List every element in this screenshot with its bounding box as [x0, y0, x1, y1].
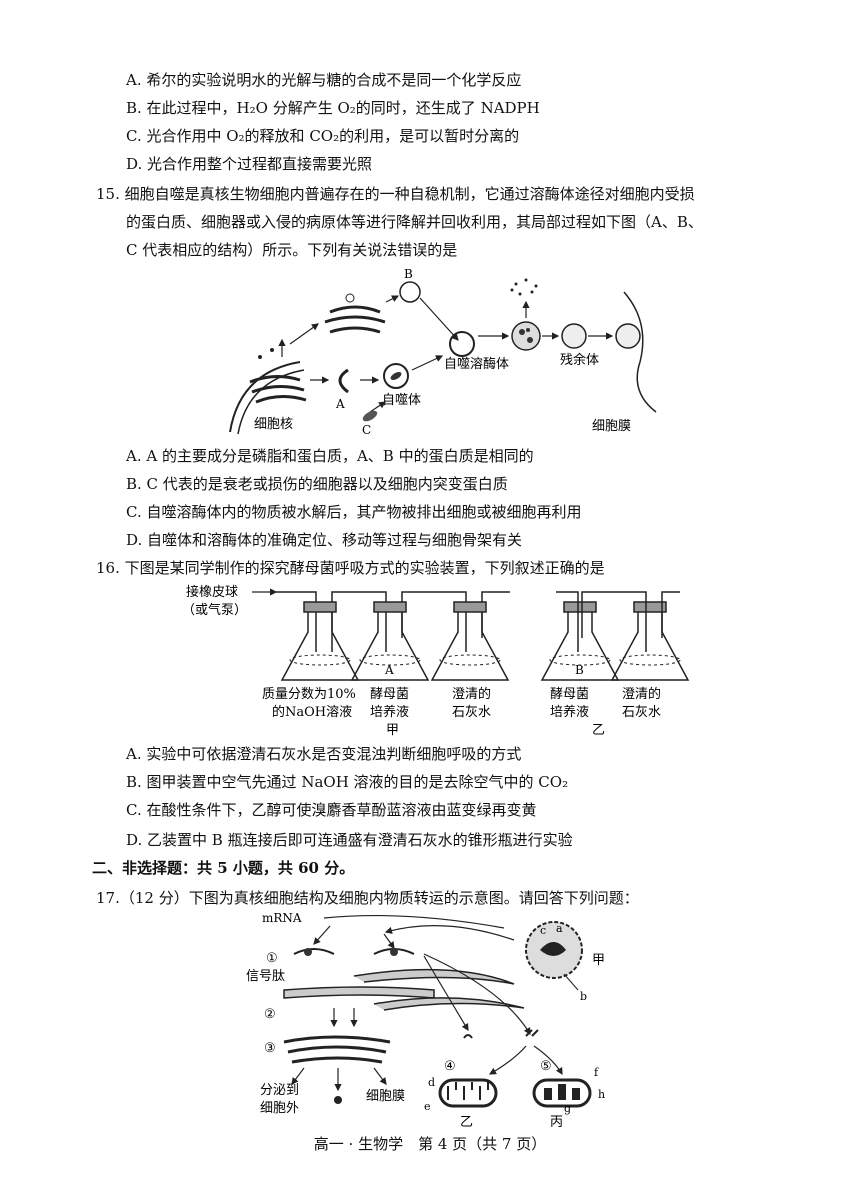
lime-label-1-yi: 澄清的: [622, 686, 661, 702]
yeast-label-2-yi: 培养液: [550, 704, 589, 720]
label-a: A: [335, 397, 345, 411]
page-footer: 高一 · 生物学 第 4 页（共 7 页）: [313, 1135, 547, 1153]
label-e: e: [424, 1100, 431, 1113]
pump-label-1: 接橡皮球: [186, 584, 238, 600]
q15-option-c: C. 自噬溶酶体内的物质被水解后，其产物被排出细胞或被细胞再利用: [126, 503, 582, 521]
q16-stem: 16. 下图是某同学制作的探究酵母菌呼吸方式的实验装置，下列叙述正确的是: [96, 559, 605, 577]
q14-option-b: B. 在此过程中，H₂O 分解产生 O₂的同时，还生成了 NADPH: [126, 99, 540, 117]
autophagy-figure: B A 自噬体 C 自噬溶酶体 残余体 细胞膜 细胞核: [229, 267, 657, 437]
marker-5: ⑤: [540, 1059, 552, 1074]
lime-label-2-jia: 石灰水: [452, 705, 491, 720]
flask-a-label: A: [384, 663, 394, 677]
yeast-apparatus-figure: 接橡皮球 （或气泵） A B 质量分数为10% 的NaOH溶液 酵母菌 培养液 …: [182, 584, 690, 738]
label-c: C: [362, 423, 371, 437]
pump-label-2: （或气泵）: [182, 602, 247, 618]
naoh-label-1: 质量分数为10%: [262, 687, 356, 702]
label-g: g: [564, 1102, 571, 1115]
label-c-nucleus: c: [540, 924, 546, 937]
q16-option-a: A. 实验中可依据澄清石灰水是否变混浊判断细胞呼吸的方式: [126, 745, 522, 763]
q15-option-a: A. A 的主要成分是磷脂和蛋白质，A、B 中的蛋白质是相同的: [126, 447, 534, 465]
yeast-label-1-yi: 酵母菌: [550, 687, 589, 702]
naoh-label-2: 的NaOH溶液: [272, 704, 352, 720]
marker-3: ③: [264, 1041, 276, 1056]
label-autolysosome: 自噬溶酶体: [444, 356, 509, 372]
yeast-label-2-jia: 培养液: [370, 704, 409, 720]
q14-option-d: D. 光合作用整个过程都直接需要光照: [126, 155, 373, 173]
label-b-nucleus: b: [580, 990, 587, 1003]
label-residual: 残余体: [560, 352, 599, 368]
q14-option-c: C. 光合作用中 O₂的释放和 CO₂的利用，是可以暂时分离的: [126, 127, 520, 145]
yeast-label-1-jia: 酵母菌: [370, 687, 409, 702]
group-jia-label: 甲: [386, 723, 399, 738]
secrete-label-1: 分泌到: [260, 1083, 299, 1098]
label-b: B: [404, 267, 413, 281]
section-heading: 二、非选择题：共 5 小题，共 60 分。: [92, 859, 355, 877]
cell-transport-figure: mRNA ① 信号肽 ② ③ 分泌到 细胞外 细胞膜 c a 甲 b ④ d: [246, 911, 605, 1130]
q15-option-b: B. C 代表的是衰老或损伤的细胞器以及细胞内突变蛋白质: [126, 475, 508, 493]
label-d: d: [428, 1076, 435, 1089]
q15-option-d: D. 自噬体和溶酶体的准确定位、移动等过程与细胞骨架有关: [126, 531, 523, 549]
label-membrane: 细胞膜: [592, 419, 631, 434]
q17-stem: 17.（12 分）下图为真核细胞结构及细胞内物质转运的示意图。请回答下列问题：: [96, 889, 639, 907]
marker-1: ①: [266, 951, 278, 966]
bing-label: 丙: [550, 1115, 563, 1130]
q15-stem-line1: 15. 细胞自噬是真核生物细胞内普遍存在的一种自稳机制，它通过溶酶体途径对细胞内…: [96, 185, 695, 203]
group-yi-label: 乙: [592, 723, 605, 738]
label-autophagosome: 自噬体: [382, 393, 421, 408]
q15-stem-line2: 的蛋白质、细胞器或入侵的病原体等进行降解并回收利用，其局部过程如下图（A、B、: [126, 213, 703, 231]
yi-label: 乙: [460, 1115, 473, 1130]
label-h: h: [598, 1088, 605, 1101]
q16-option-c: C. 在酸性条件下，乙醇可使溴麝香草酚蓝溶液由蓝变绿再变黄: [126, 801, 537, 819]
mrna-label: mRNA: [262, 911, 302, 925]
marker-2: ②: [264, 1007, 276, 1022]
flask-b-label: B: [575, 663, 584, 677]
signal-peptide-label: 信号肽: [246, 969, 285, 984]
jia-label: 甲: [592, 953, 605, 968]
label-f: f: [594, 1066, 599, 1079]
label-nucleus: 细胞核: [254, 417, 293, 432]
label-a-nucleus: a: [556, 922, 563, 935]
membrane-label: 细胞膜: [366, 1089, 405, 1104]
lime-label-2-yi: 石灰水: [622, 705, 661, 720]
marker-4: ④: [444, 1059, 456, 1074]
q15-stem-line3: C 代表相应的结构）所示。下列有关说法错误的是: [126, 241, 458, 259]
secrete-label-2: 细胞外: [260, 1101, 299, 1116]
lime-label-1-jia: 澄清的: [452, 686, 491, 702]
q14-option-a: A. 希尔的实验说明水的光解与糖的合成不是同一个化学反应: [126, 71, 522, 89]
q16-option-d: D. 乙装置中 B 瓶连接后即可连通盛有澄清石灰水的锥形瓶进行实验: [126, 831, 573, 849]
q16-option-b: B. 图甲装置中空气先通过 NaOH 溶液的目的是去除空气中的 CO₂: [126, 773, 569, 791]
